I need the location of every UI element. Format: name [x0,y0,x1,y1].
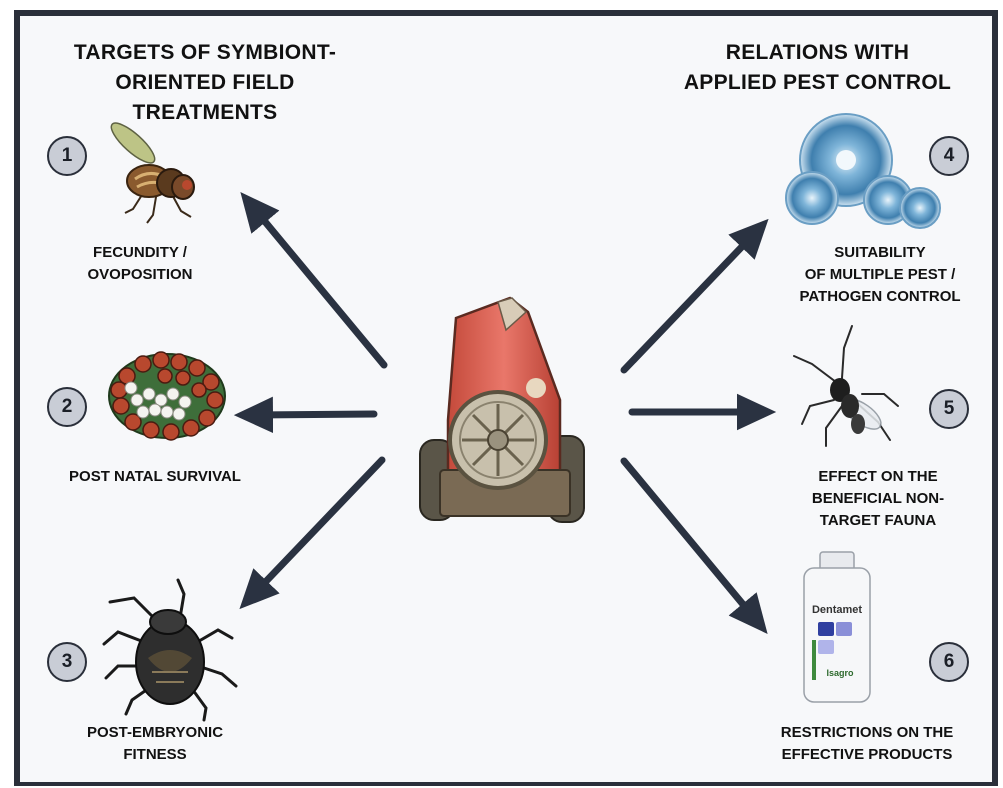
caption-1-line-1: FECUNDITY / [40,242,240,264]
arrow-to-item-4 [624,232,756,370]
fungal-colony-icon [786,114,940,228]
caption-2: POST NATAL SURVIVAL [30,466,280,488]
parasitoid-wasp-icon [794,326,898,446]
caption-1-line-2: OVOPOSITION [40,264,240,286]
caption-5-line-3: TARGET FAUNA [768,510,988,532]
stink-bug-icon [104,580,236,720]
caption-4: SUITABILITY OF MULTIPLE PEST / PATHOGEN … [780,242,980,308]
caption-3: POST-EMBRYONIC FITNESS [50,722,260,766]
caption-4-line-1: SUITABILITY [780,242,980,264]
arrow-to-item-6 [624,461,756,620]
sprayer-icon [420,298,584,522]
bottle-label: Dentamet [812,604,862,616]
caption-3-line-1: POST-EMBRYONIC [50,722,260,744]
badge-6: 6 [929,642,969,682]
caption-3-line-2: FITNESS [50,744,260,766]
arrow-to-item-2 [252,414,374,415]
egg-mass-icon [109,352,225,440]
caption-2-line-1: POST NATAL SURVIVAL [30,466,280,488]
badge-2: 2 [47,387,87,427]
caption-5: EFFECT ON THE BENEFICIAL NON- TARGET FAU… [768,466,988,532]
caption-5-line-2: BENEFICIAL NON- [768,488,988,510]
arrow-to-item-1 [252,206,384,365]
caption-6: RESTRICTIONS ON THE EFFECTIVE PRODUCTS [752,722,982,766]
badge-3: 3 [47,642,87,682]
badge-5: 5 [929,389,969,429]
product-bottle-icon: Dentamet Isagro [804,552,870,702]
bottle-brand: Isagro [826,668,854,678]
badge-1: 1 [47,136,87,176]
caption-1: FECUNDITY / OVOPOSITION [40,242,240,286]
caption-4-line-2: OF MULTIPLE PEST / [780,264,980,286]
fruit-fly-icon [106,118,194,223]
caption-4-line-3: PATHOGEN CONTROL [780,286,980,308]
caption-6-line-1: RESTRICTIONS ON THE [752,722,982,744]
badge-4: 4 [929,136,969,176]
caption-6-line-2: EFFECTIVE PRODUCTS [752,744,982,766]
caption-5-line-1: EFFECT ON THE [768,466,988,488]
